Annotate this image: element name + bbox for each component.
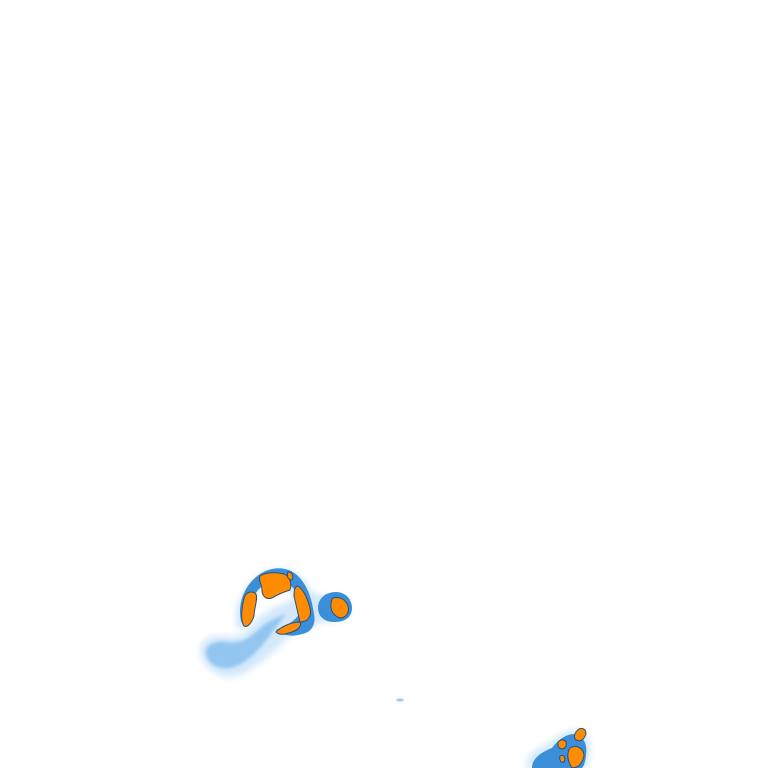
heavy-rain-core	[567, 745, 585, 768]
heavy-rain-core	[286, 571, 294, 581]
heavy-rain-core	[574, 727, 587, 742]
light-rain-speck	[396, 698, 404, 702]
heavy-rain-core	[330, 597, 349, 619]
heavy-rain-core	[275, 621, 301, 635]
heavy-rain-core	[241, 591, 258, 627]
precipitation-cell-southeast	[526, 727, 591, 768]
moderate-rain-crescent	[240, 568, 315, 636]
heavy-rain-core	[557, 739, 567, 750]
heavy-rain-core	[559, 755, 566, 763]
precipitation-cell-west	[199, 568, 352, 678]
low-rain-area	[206, 614, 286, 669]
heavy-rain-core	[258, 572, 292, 599]
